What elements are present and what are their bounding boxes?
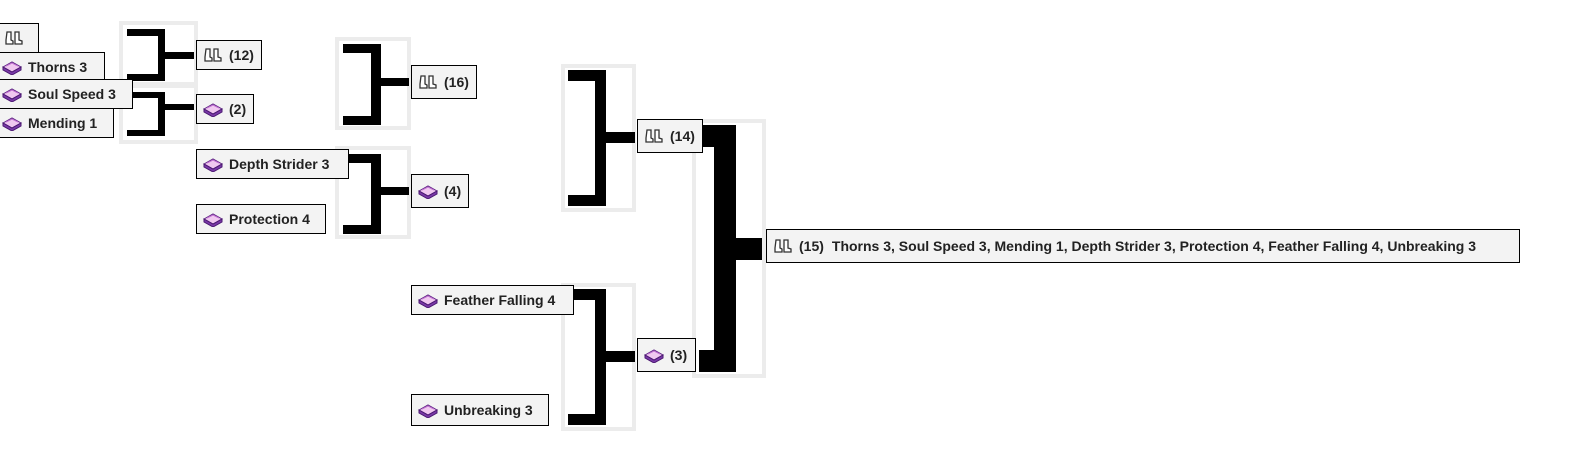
bracket-depth-protection (335, 146, 411, 239)
bracket-final (692, 119, 766, 378)
merge-level3-boots: (14) (637, 119, 703, 153)
leaf-protection-label: Protection 4 (229, 211, 310, 227)
merge-level2-boots-label: (16) (444, 74, 469, 90)
enchanted-book-icon (644, 345, 664, 365)
merge-feather-unbreaking: (3) (637, 338, 696, 372)
merge-soul-mending: (2) (196, 94, 254, 124)
leaf-mending: Mending 1 (0, 108, 114, 138)
leaf-feather-falling-label: Feather Falling 4 (444, 292, 556, 308)
bracket-boots-thorns (119, 21, 198, 86)
boots-icon (644, 126, 664, 146)
leaf-unbreaking: Unbreaking 3 (411, 394, 549, 426)
enchanted-book-icon (2, 57, 22, 77)
leaf-thorns: Thorns 3 (0, 52, 105, 82)
leaf-depth-strider-label: Depth Strider 3 (229, 156, 330, 172)
leaf-boots (0, 23, 39, 53)
merge-feather-unbreaking-label: (3) (670, 347, 688, 363)
leaf-soul-speed-label: Soul Speed 3 (28, 86, 116, 102)
enchanted-book-icon (418, 181, 438, 201)
leaf-soul-speed: Soul Speed 3 (0, 79, 133, 109)
merge-final-enchantments: Thorns 3, Soul Speed 3, Mending 1, Depth… (831, 238, 1477, 254)
leaf-depth-strider: Depth Strider 3 (196, 149, 349, 179)
leaf-protection: Protection 4 (196, 204, 326, 234)
enchanted-book-icon (2, 84, 22, 104)
merge-depth-protection: (4) (411, 174, 469, 208)
enchanted-book-icon (2, 113, 22, 133)
merge-final-label: (15) (799, 238, 824, 254)
merge-soul-mending-label: (2) (229, 101, 247, 117)
enchanted-book-icon (418, 400, 438, 420)
enchanted-book-icon (203, 99, 223, 119)
merge-level2-boots: (16) (411, 65, 477, 99)
bracket-feather-unbreaking (561, 283, 636, 431)
enchanted-book-icon (418, 290, 438, 310)
leaf-unbreaking-label: Unbreaking 3 (444, 402, 533, 418)
boots-icon (203, 45, 223, 65)
leaf-feather-falling: Feather Falling 4 (411, 285, 574, 315)
boots-icon (4, 28, 24, 48)
leaf-mending-label: Mending 1 (28, 115, 98, 131)
bracket-level3-boots (561, 64, 636, 212)
enchanted-book-icon (203, 209, 223, 229)
merge-boots-thorns: (12) (196, 40, 262, 70)
merge-level3-boots-label: (14) (670, 128, 695, 144)
bracket-level2-boots (335, 37, 411, 130)
merge-depth-protection-label: (4) (444, 183, 462, 199)
boots-icon (773, 236, 793, 256)
boots-icon (418, 72, 438, 92)
merge-final: (15) Thorns 3, Soul Speed 3, Mending 1, … (766, 229, 1520, 263)
enchanted-book-icon (203, 154, 223, 174)
leaf-thorns-label: Thorns 3 (28, 59, 88, 75)
merge-boots-thorns-label: (12) (229, 47, 254, 63)
